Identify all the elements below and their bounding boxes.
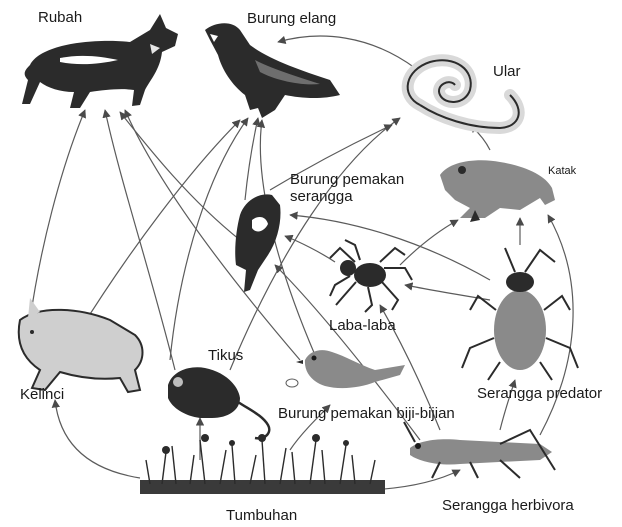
label-katak: Katak: [548, 165, 577, 177]
label-serangga-predator: Serangga predator: [477, 385, 602, 402]
label-burung-pemakan-biji: Burung pemakan biji-bijian: [278, 405, 455, 422]
arrow-tumbuhan-to-kelinci: [55, 400, 140, 478]
arrow-serangga-predator-to-burung-serangga: [290, 215, 490, 280]
label-burung-pemakan-serangga-line2: serangga: [290, 188, 353, 205]
arrow-burung-serangga-to-rubah: [120, 112, 240, 240]
burung-elang-illustration: [205, 23, 340, 118]
arrow-kelinci-to-rubah: [30, 110, 85, 320]
katak-illustration: [440, 160, 555, 222]
tikus-illustration: [168, 367, 269, 438]
label-laba-laba: Laba-laba: [329, 317, 396, 334]
label-tikus: Tikus: [208, 347, 243, 364]
arrow-burung-serangga-to-elang: [245, 118, 258, 200]
label-tumbuhan: Tumbuhan: [226, 507, 297, 524]
label-kelinci: Kelinci: [20, 386, 64, 403]
label-rubah: Rubah: [38, 9, 82, 26]
arrow-laba-to-burung-serangga: [285, 236, 335, 262]
label-ular: Ular: [493, 63, 521, 80]
laba-laba-illustration: [330, 240, 412, 312]
serangga-predator-illustration: [462, 248, 578, 380]
burung-pemakan-biji-illustration: [286, 350, 405, 388]
serangga-herbivora-illustration: [404, 422, 555, 478]
arrow-ular-to-elang: [278, 36, 415, 68]
label-burung-pemakan-serangga-line1: Burung pemakan: [290, 171, 404, 188]
label-burung-elang: Burung elang: [247, 10, 336, 27]
rubah-illustration: [22, 14, 178, 108]
arrow-kelinci-to-elang: [80, 120, 240, 330]
kelinci-illustration: [19, 298, 143, 392]
label-serangga-herbivora: Serangga herbivora: [442, 497, 574, 514]
tumbuhan-illustration: [140, 434, 385, 494]
